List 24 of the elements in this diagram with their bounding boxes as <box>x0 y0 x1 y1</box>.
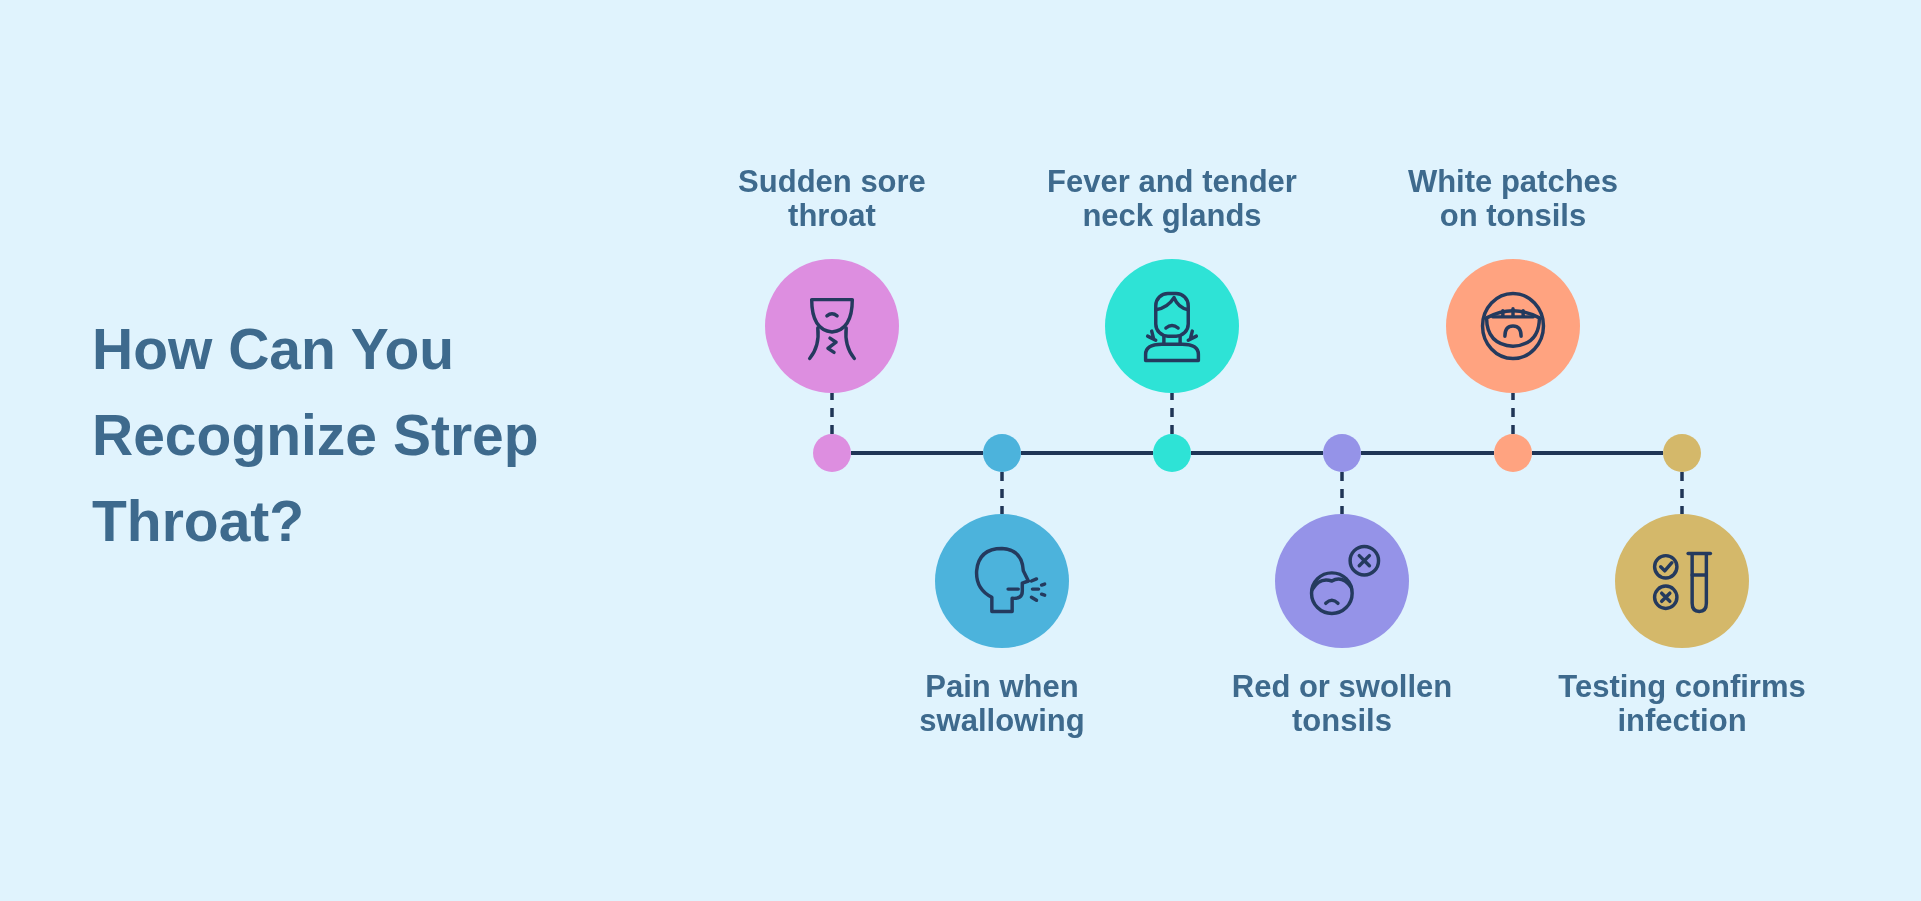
page-title: How Can You Recognize Strep Throat? <box>92 316 540 555</box>
symptom-label: Red or swollen tonsils <box>1230 670 1454 738</box>
timeline-line <box>1191 451 1323 455</box>
timeline-line <box>851 451 983 455</box>
timeline-line <box>1021 451 1153 455</box>
symptom-label: White patches on tonsils <box>1406 165 1620 233</box>
symptom-label: Sudden sore throat <box>737 165 927 233</box>
timeline-line <box>1361 451 1494 455</box>
timeline-dot-icon <box>1663 434 1701 472</box>
dashed-connector <box>830 393 834 434</box>
dashed-connector <box>1170 393 1174 434</box>
symptom-label: Fever and tender neck glands <box>1046 165 1298 233</box>
dashed-connector <box>1680 472 1684 514</box>
timeline-dot-icon <box>1323 434 1361 472</box>
symptom-label: Pain when swallowing <box>918 670 1086 738</box>
timeline-dot-icon <box>813 434 851 472</box>
symptom-label: Testing confirms infection <box>1557 670 1807 738</box>
timeline-dot-icon <box>983 434 1021 472</box>
timeline-dot-icon <box>1153 434 1191 472</box>
timeline-line <box>1532 451 1663 455</box>
dashed-connector <box>1000 472 1004 514</box>
dashed-connector <box>1340 472 1344 514</box>
timeline-dot-icon <box>1494 434 1532 472</box>
dashed-connector <box>1511 393 1515 434</box>
